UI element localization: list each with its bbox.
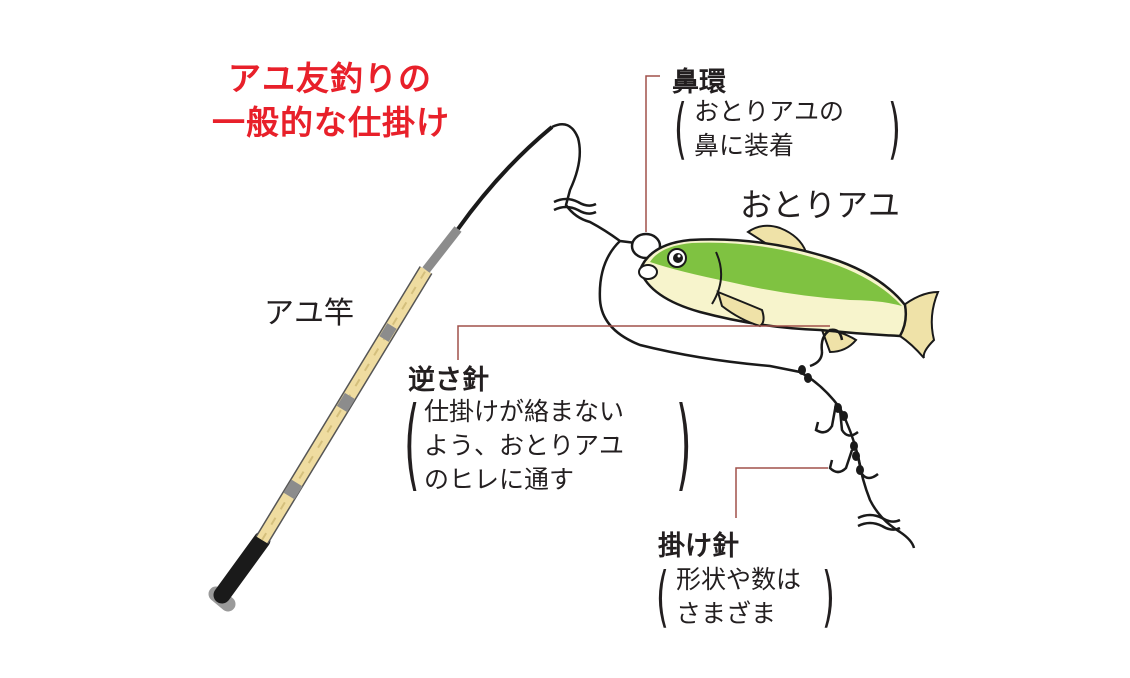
nose-ring-heading: 鼻環 (672, 67, 726, 98)
reverse-hook-line-3: のヒレに通す (424, 465, 575, 494)
paren-open: ( (674, 90, 687, 167)
ayu-rod (208, 125, 554, 612)
tail-fin (899, 290, 940, 359)
rod-grip (213, 531, 271, 604)
reverse-hook-line-1: 仕掛けが絡まない (424, 397, 625, 426)
nose-ring-line-2: 鼻に装着 (694, 131, 795, 160)
rod-label: アユ竿 (264, 296, 354, 331)
rod-band (379, 323, 397, 342)
line-break-mark (553, 197, 597, 207)
reverse-hook-line-2: よう、おとりアユ (424, 431, 625, 460)
paren-open: ( (404, 385, 420, 502)
knots (798, 365, 864, 475)
rod-band (336, 392, 356, 413)
nose-ring-line-1: おとりアユの (694, 97, 845, 126)
diagram-title-line-2: 一般的な仕掛け (212, 103, 450, 142)
paren-close: ) (822, 558, 835, 635)
leader-lines (457, 75, 830, 518)
snag-hooks (814, 403, 879, 480)
reverse-hook (820, 328, 844, 353)
decoy-ayu-fish (638, 224, 940, 359)
pectoral-fin (716, 290, 765, 328)
rod-band (283, 479, 303, 500)
main-line (551, 123, 637, 245)
snag-hook-heading: 掛け針 (658, 531, 739, 562)
paren-close: ) (888, 90, 901, 167)
snag-hook-line-1: 形状や数は (676, 565, 802, 594)
snag-hook-line-2: さまざま (676, 599, 777, 628)
decoy-fish-label: おとりアユ (740, 186, 901, 224)
diagram-title-line-1: アユ友釣りの (228, 59, 432, 98)
reverse-hook-heading: 逆さ針 (408, 365, 489, 396)
paren-open: ( (656, 558, 669, 635)
paren-close: ) (676, 385, 692, 502)
